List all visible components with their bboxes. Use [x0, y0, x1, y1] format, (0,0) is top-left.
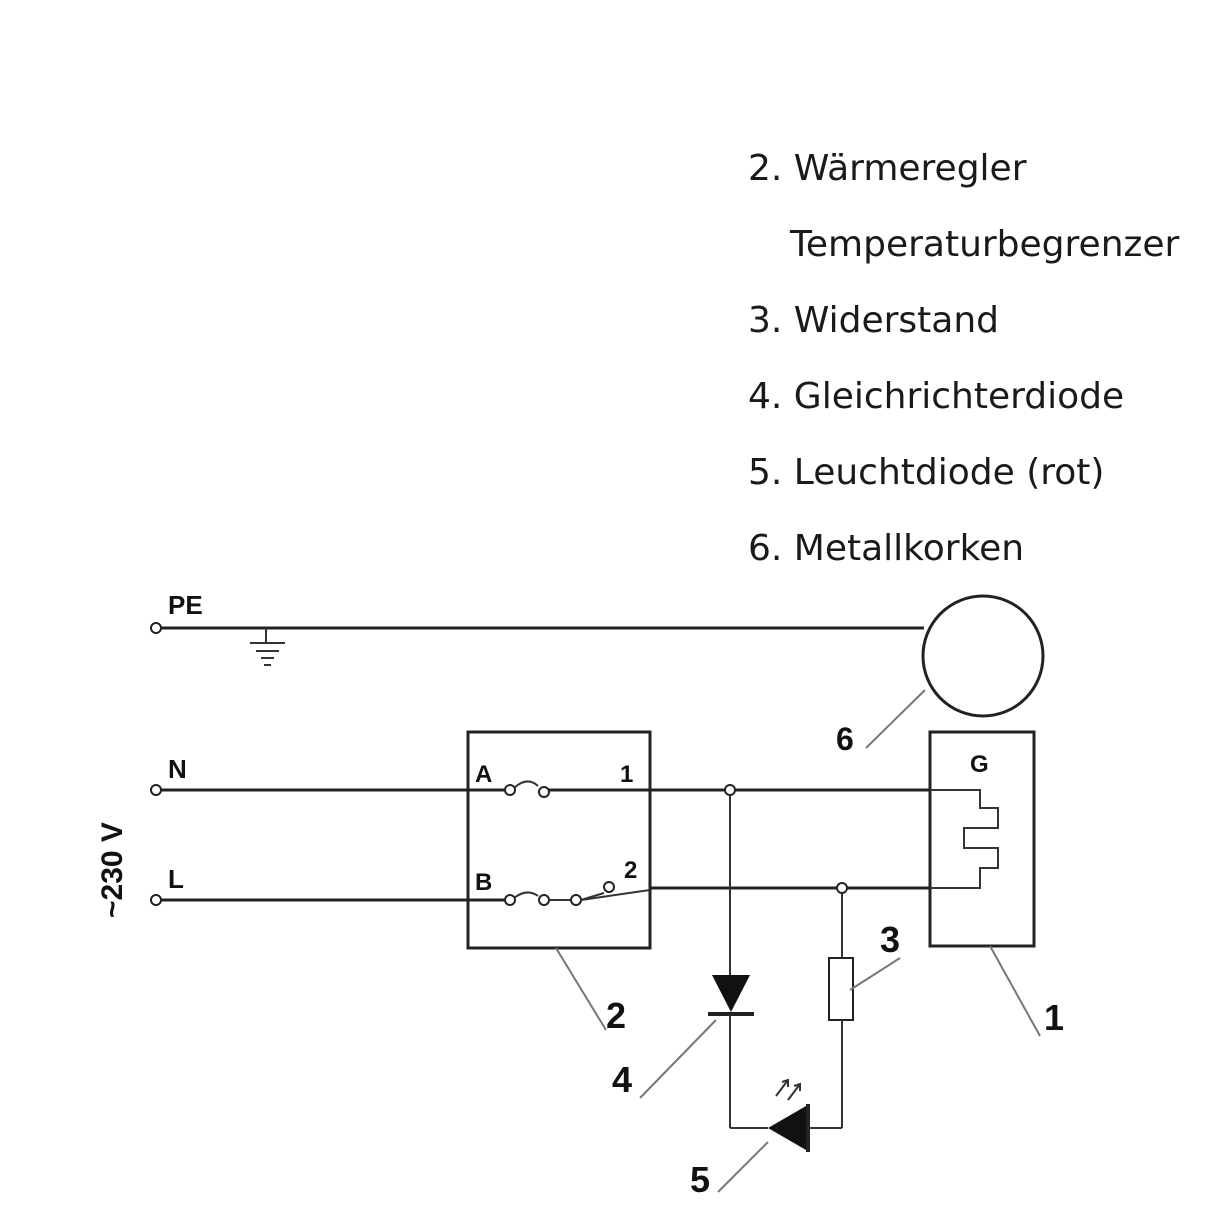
- heat-regulator: A 1 B 2: [466, 730, 930, 950]
- heating-element: [930, 789, 999, 889]
- resistor: [828, 893, 854, 1128]
- legend-item-6: 6. Metallkorken: [748, 528, 1025, 569]
- junction-1: [724, 784, 736, 796]
- leader-2: [555, 947, 607, 1031]
- leader-4: [639, 1019, 717, 1099]
- regulator-label-b: B: [475, 869, 492, 896]
- regulator-label-1: 1: [620, 761, 633, 788]
- l-line: L: [150, 864, 505, 906]
- n-line: N: [150, 754, 505, 796]
- light-emission-icon: [775, 1078, 801, 1101]
- ground-icon: [250, 628, 285, 666]
- pe-line: PE: [150, 590, 924, 634]
- l-label: L: [168, 864, 184, 894]
- legend-item-2: 2. Wärmeregler: [748, 148, 1027, 189]
- regulator-label-a: A: [475, 761, 492, 788]
- leader-3: [849, 957, 901, 991]
- pe-terminal: [150, 622, 162, 634]
- n-label: N: [168, 754, 187, 784]
- legend-item-3: 3. Widerstand: [748, 300, 999, 341]
- legend-item-5: 5. Leuchtdiode (rot): [748, 452, 1105, 493]
- regulator-label-2: 2: [624, 857, 637, 884]
- led: [730, 1078, 842, 1152]
- callout-1: 1: [1044, 997, 1064, 1038]
- l-terminal: [150, 894, 162, 906]
- metal-cork: [921, 594, 1045, 718]
- leader-1: [989, 945, 1041, 1037]
- callout-3: 3: [880, 919, 900, 960]
- legend-item-2b: Temperaturbegrenzer: [790, 224, 1180, 265]
- callout-6: 6: [836, 721, 854, 757]
- legend-item-4: 4. Gleichrichterdiode: [748, 376, 1125, 417]
- heater-label-g: G: [970, 751, 989, 778]
- leader-6: [865, 689, 926, 749]
- callout-2: 2: [606, 995, 626, 1036]
- callout-5: 5: [690, 1159, 710, 1200]
- rectifier-diode: [708, 795, 754, 1128]
- junction-2: [836, 882, 848, 894]
- callout-4: 4: [612, 1059, 632, 1100]
- pe-label: PE: [168, 590, 203, 620]
- n-terminal: [150, 784, 162, 796]
- voltage-label: ~230 V: [96, 822, 129, 918]
- leader-5: [717, 1141, 769, 1193]
- heater: G: [928, 730, 1036, 948]
